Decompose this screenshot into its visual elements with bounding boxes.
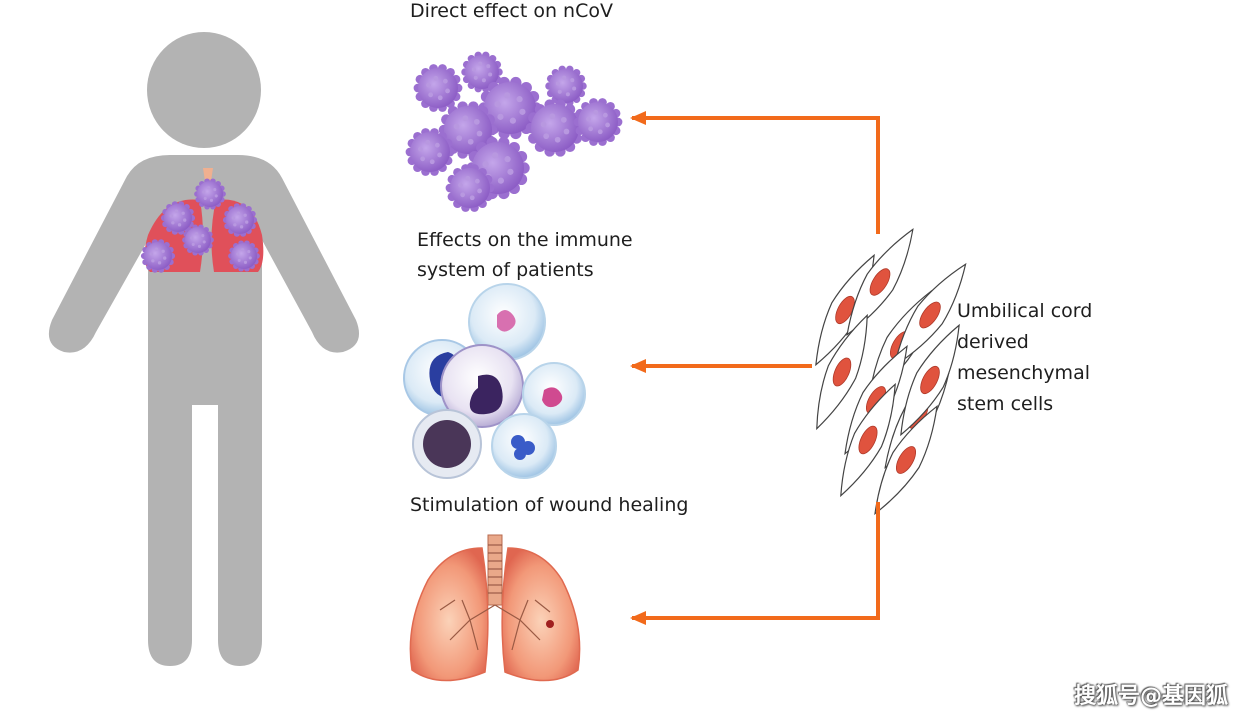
virus-particle [573,98,623,146]
virus-particle [413,64,463,112]
virus-particle [228,240,260,272]
stem-cell [815,253,875,367]
label-immune-line1: Effects on the immune [417,229,633,251]
virus-particle [461,51,503,93]
label-msc-line3: mesenchymal [957,362,1090,384]
label-immune-line2: system of patients [417,259,594,281]
virus-particle [405,128,455,176]
label-direct-effect: Direct effect on nCoV [410,0,613,22]
arrows [630,111,880,625]
stem-cell [846,228,914,336]
virus-particle [222,203,258,237]
human-silhouette-icon [48,32,360,666]
label-msc-line4: stem cells [957,393,1054,415]
arrow-to-lungs [630,502,880,625]
virus-particle [445,164,495,212]
label-msc-line1: Umbilical cord [957,300,1093,322]
immune-cells-icon [403,283,586,479]
stem-cell [900,323,960,437]
arrow-to-virus [630,111,880,234]
coronavirus-cluster-icon [405,51,623,212]
stem-cell [816,313,868,431]
virus-particle [194,178,226,210]
body-virus-cluster [140,178,260,273]
virus-particle [182,224,214,256]
watermark: 搜狐号@基因狐 [1073,684,1228,709]
stem-cell [893,262,967,368]
stem-cell [840,382,896,498]
stem-cell [874,404,938,516]
lungs-icon [409,534,581,682]
label-msc-line2: derived [957,331,1029,353]
virus-particle [140,239,176,273]
label-wound-healing: Stimulation of wound healing [410,494,689,516]
mesenchymal-stem-cells-icon [815,228,967,516]
